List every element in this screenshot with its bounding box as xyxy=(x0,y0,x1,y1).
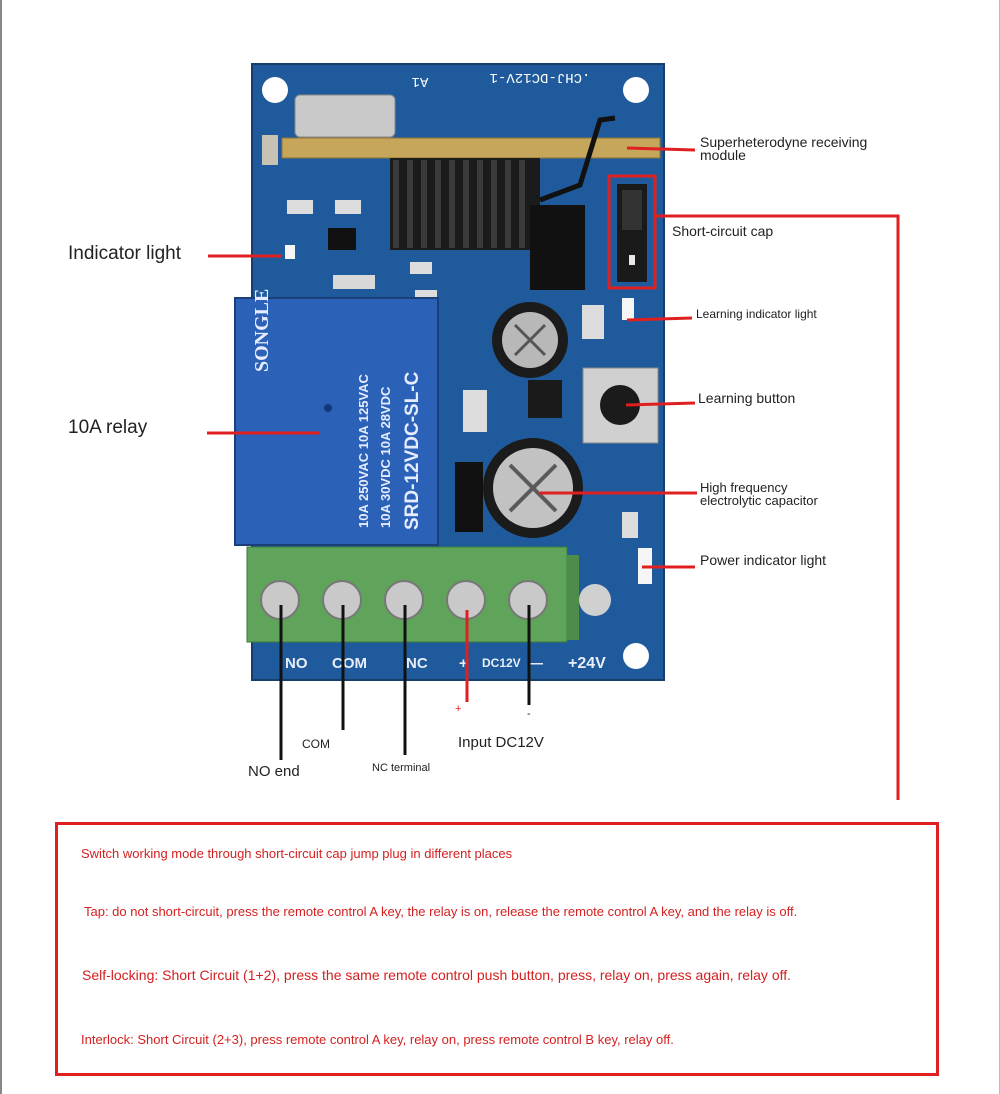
terminal-label-minus: — xyxy=(528,655,543,672)
label-10a-relay: 10A relay xyxy=(68,417,148,438)
label-com: COM xyxy=(302,737,330,751)
label-nc-terminal: NC terminal xyxy=(372,762,431,774)
label-input-dc12v: Input DC12V xyxy=(458,734,544,751)
callout-line-learning-light xyxy=(626,316,693,322)
small-components xyxy=(262,135,652,616)
terminal-label-24v: +24V xyxy=(568,655,606,672)
label-plus-sign: + xyxy=(455,703,462,715)
board-silkscreen-top: .CHJ-DC12V-1 xyxy=(490,69,591,85)
relay-rating-1: 10A 250VAC 10A 125VAC xyxy=(356,373,371,528)
relay-brand: SONGLE xyxy=(251,289,273,372)
mount-hole-bottom-right xyxy=(623,643,649,669)
label-learning-button: Learning button xyxy=(698,390,796,406)
label-short-circuit-cap: Short-circuit cap xyxy=(672,223,774,239)
mount-hole-top-left xyxy=(262,77,288,103)
left-border-line xyxy=(0,0,2,1094)
mount-hole-top-right xyxy=(623,77,649,103)
label-power-indicator-light: Power indicator light xyxy=(700,552,827,568)
short-circuit-cap-highlight xyxy=(607,174,657,290)
antenna-coil xyxy=(393,160,525,248)
label-learning-indicator-light: Learning indicator light xyxy=(696,307,817,321)
relay-model: SRD-12VDC-SL-C xyxy=(402,371,423,530)
relay-rating-2: 10A 30VDC 10A 28VDC xyxy=(378,386,393,528)
label-minus-sign: - xyxy=(527,708,531,720)
note-interlock-mode: Interlock: Short Circuit (2+3), press re… xyxy=(81,1032,674,1047)
receiver-module xyxy=(281,94,661,290)
label-superhet-module: Superheterodyne receiving module xyxy=(700,134,868,163)
short-circuit-cap xyxy=(607,174,657,290)
terminal-label-dc12v: DC12V xyxy=(482,656,521,670)
note-intro: Switch working mode through short-circui… xyxy=(81,846,513,861)
terminal-label-nc: NC xyxy=(406,655,428,672)
small-capacitor xyxy=(492,302,568,378)
relay: SONGLE 10A 250VAC 10A 125VAC 10A 30VDC 1… xyxy=(234,289,439,546)
label-no-end: NO end xyxy=(248,763,300,780)
callout-lines xyxy=(207,146,900,800)
black-wires xyxy=(279,605,531,760)
callout-line-learning-button xyxy=(625,401,696,407)
terminal-silkscreen: NO COM NC + DC12V — +24V xyxy=(285,655,606,672)
pcb-diagram: .CHJ-DC12V-1 A1 xyxy=(207,63,900,800)
label-indicator-light: Indicator light xyxy=(68,243,182,264)
board-silkscreen-a1: A1 xyxy=(412,73,429,89)
terminal-block xyxy=(246,546,579,643)
note-tap-mode: Tap: do not short-circuit, press the rem… xyxy=(84,904,798,919)
callout-line-superhet xyxy=(626,146,696,152)
working-mode-notes: Switch working mode through short-circui… xyxy=(55,822,939,1076)
note-self-locking-mode: Self-locking: Short Circuit (1+2), press… xyxy=(82,967,792,983)
terminal-screws xyxy=(260,580,548,620)
terminal-label-com: COM xyxy=(332,655,367,672)
terminal-label-plus: + xyxy=(459,655,468,672)
label-hf-capacitor: High frequency electrolytic capacitor xyxy=(700,480,818,508)
terminal-label-no: NO xyxy=(285,655,308,672)
callout-line-short-cap-to-notes xyxy=(655,214,900,800)
hf-electrolytic-capacitor xyxy=(483,438,583,538)
